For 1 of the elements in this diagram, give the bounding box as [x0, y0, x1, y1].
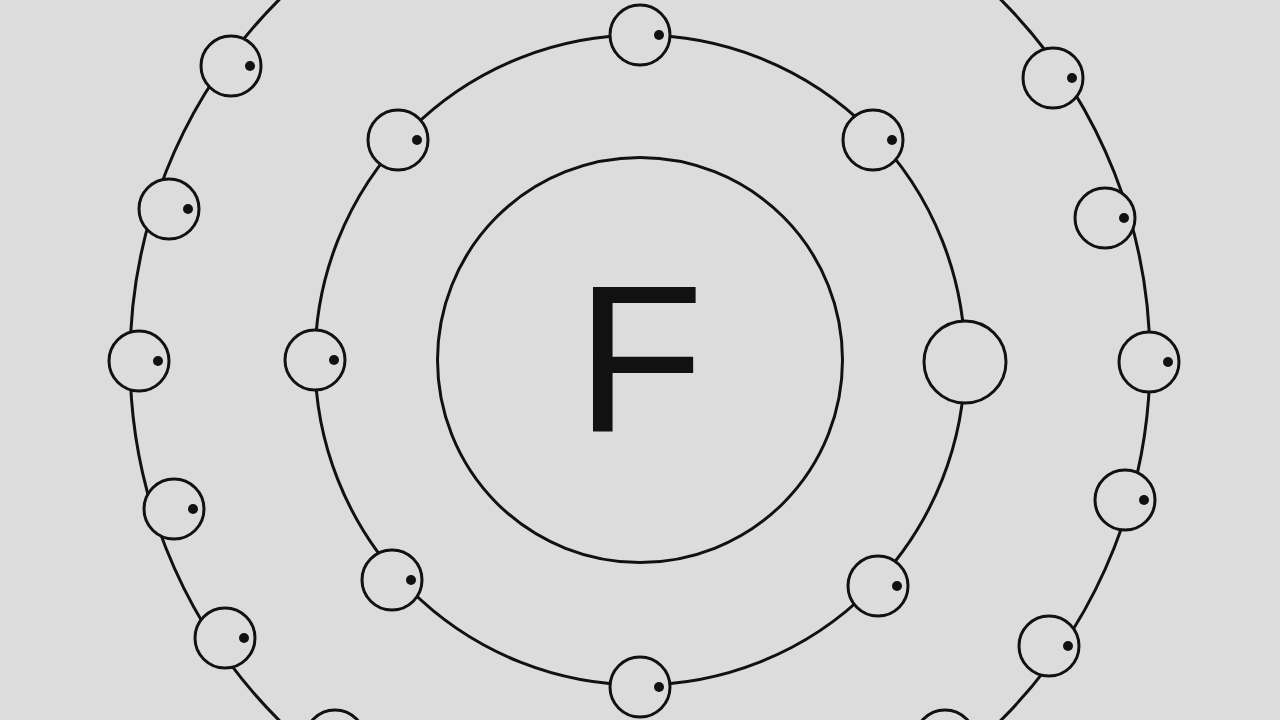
element-symbol: F — [575, 255, 705, 465]
